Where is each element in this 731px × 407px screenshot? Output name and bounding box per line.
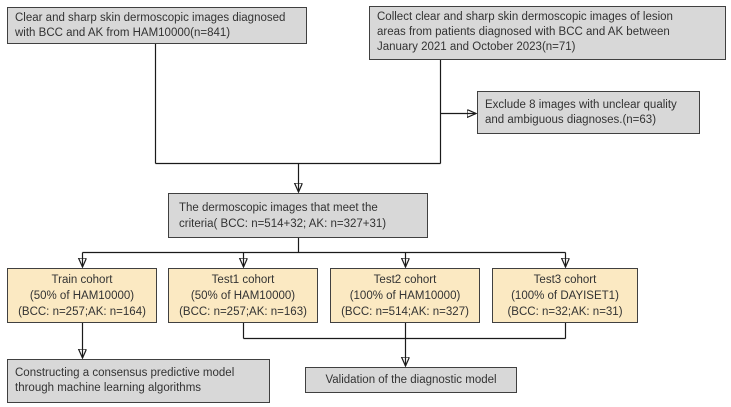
node-validation: Validation of the diagnostic model (305, 367, 517, 393)
cohort-source: (100% of DAYISET1) (511, 290, 619, 302)
cohort-box-train: Train cohort (50% of HAM10000) (BCC: n=2… (7, 268, 157, 323)
cohort-counts: (BCC: n=257;AK: n=164) (18, 306, 146, 318)
cohort-box-test3: Test3 cohort (100% of DAYISET1) (BCC: n=… (492, 268, 638, 323)
node-criteria-line: The dermoscopic images that meet the (179, 202, 378, 214)
cohort-counts: (BCC: n=257;AK: n=163) (179, 306, 307, 318)
cohort-title: Train cohort (51, 274, 113, 286)
node-ham-source-line: with BCC and AK from HAM10000(n=841) (15, 27, 231, 39)
node-criteria-line: criteria( BCC: n=514+32; AK: n=327+31) (179, 218, 387, 230)
node-construct-model-line: Constructing a consensus predictive mode… (15, 367, 235, 379)
cohort-counts: (BCC: n=514;AK: n=327) (341, 306, 469, 318)
node-exclude-line: Exclude 8 images with unclear quality (485, 99, 677, 111)
cohort-title: Test1 cohort (211, 274, 275, 286)
node-exclude-line: and ambiguous diagnoses.(n=63) (485, 114, 657, 126)
cohort-source: (50% of HAM10000) (190, 290, 296, 302)
cohort-title: Test2 cohort (373, 274, 437, 286)
cohort-title: Test3 cohort (533, 274, 597, 286)
node-exclude: Exclude 8 images with unclear quality an… (477, 91, 700, 134)
node-construct-model-line: through machine learning algorithms (15, 382, 202, 394)
node-validation-line: Validation of the diagnostic model (325, 373, 497, 386)
cohort-counts: (BCC: n=32;AK: n=31) (507, 306, 623, 318)
node-construct-model: Constructing a consensus predictive mode… (7, 359, 270, 403)
cohort-box-test2: Test2 cohort (100% of HAM10000) (BCC: n=… (330, 268, 480, 323)
node-collect-source-line: Collect clear and sharp skin dermoscopic… (377, 11, 673, 23)
cohort-box-test1: Test1 cohort (50% of HAM10000) (BCC: n=2… (168, 268, 318, 323)
node-collect-source-line: areas from patients diagnosed with BCC a… (377, 26, 670, 38)
cohort-source: (100% of HAM10000) (349, 290, 461, 302)
node-ham-source: Clear and sharp skin dermoscopic images … (7, 7, 307, 44)
node-collect-source: Collect clear and sharp skin dermoscopic… (369, 6, 726, 60)
node-ham-source-line: Clear and sharp skin dermoscopic images … (15, 12, 286, 24)
node-criteria: The dermoscopic images that meet the cri… (168, 193, 428, 238)
cohort-source: (50% of HAM10000) (29, 290, 135, 302)
node-collect-source-line: January 2021 and October 2023(n=71) (377, 41, 576, 53)
